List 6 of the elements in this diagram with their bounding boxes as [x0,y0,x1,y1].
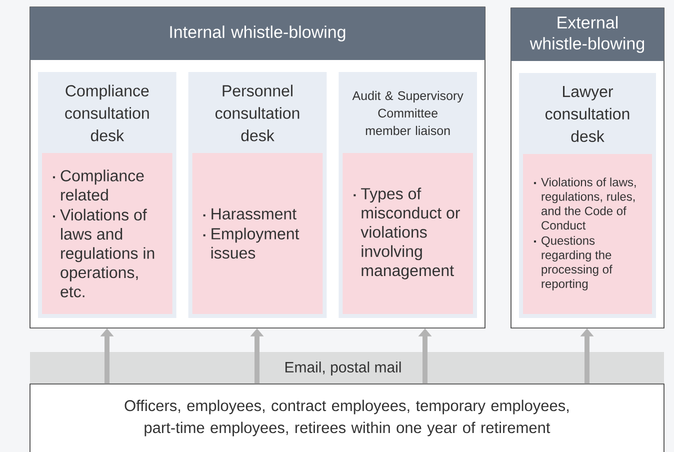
topic-box: Types of misconduct or violations involving management [342,153,473,314]
whistleblower-box: Officers, employees, contract employees, temporary employees, part-time employees, retirees within one year of retirement [30,384,664,452]
topic-box: Harassment Employment issues [192,153,323,314]
channel-band: Email, postal mail [30,352,664,385]
topic-box: Violations of laws, regulations, rules, and the Code of Conduct Questions regarding the processing of reporting [523,154,652,314]
topic-box: Compliance related Violations of laws and regulations in operations, etc. [42,153,172,314]
